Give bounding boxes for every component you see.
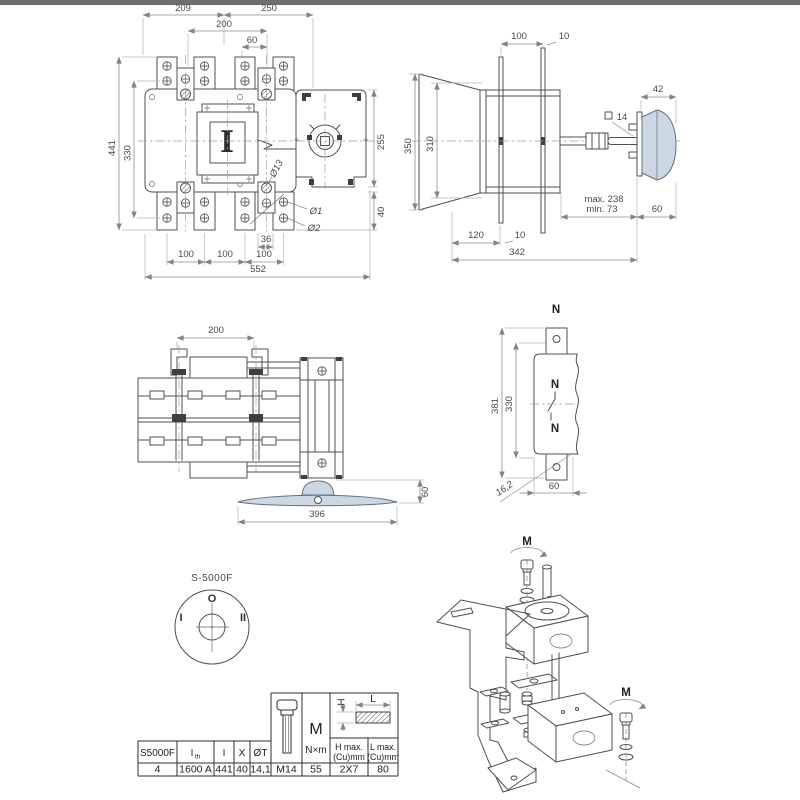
pole-i-beam-symbol: I: [220, 125, 234, 160]
handle-top-view: [237, 480, 398, 507]
dim-441: 441: [107, 140, 118, 156]
col-lmax-unit: (Cu)mm: [367, 752, 399, 762]
col-lmax-header: L max.: [370, 742, 396, 752]
busbar-h-label: H: [335, 698, 346, 705]
col-ith-header: I: [191, 748, 194, 759]
val-current: 1600 A: [179, 764, 212, 776]
position-two: II: [240, 612, 246, 624]
rotation-arrow: [510, 547, 548, 558]
lower-switch-module: [527, 692, 613, 763]
col-ith-header-sub: th: [195, 754, 201, 761]
col-x-header: X: [239, 748, 246, 759]
dim-552: 552: [250, 264, 266, 275]
dim-255: 255: [376, 134, 387, 150]
val-lmax: 80: [377, 764, 389, 776]
top-bar: [0, 0, 800, 5]
val-poles: 4: [155, 764, 161, 776]
bracket: [436, 599, 537, 793]
handle-assembly: [628, 109, 677, 181]
dim-330-neutral: 330: [504, 396, 515, 412]
clamp-bolts: [172, 345, 263, 472]
val-i: 441: [215, 764, 233, 776]
col-i-header: I: [223, 748, 226, 759]
square-symbol: [604, 111, 613, 120]
front-view: I 209 250: [107, 3, 387, 280]
col-torque-header: M: [309, 721, 322, 738]
dim-100-3: 100: [256, 249, 272, 260]
dim-120: 120: [468, 230, 484, 241]
dim-handle-60: 60: [652, 204, 663, 215]
dim-350: 350: [403, 138, 414, 154]
side-view-dimensions: 100 10 42 14 350 310 max. 238 min. 73: [403, 31, 677, 263]
mechanism-housing-top: [246, 357, 344, 479]
dim-42: 42: [653, 84, 664, 95]
dim-60-height: 60: [420, 487, 431, 498]
dim-bottom-10: 10: [515, 230, 526, 241]
pointer-lever: [257, 139, 297, 150]
col-hmax-header: H max.: [335, 742, 363, 752]
dim-top-10: 10: [559, 31, 570, 42]
neutral-inner-bottom: N: [551, 423, 559, 435]
handle-knob: [641, 109, 677, 181]
dim-60: 60: [247, 35, 258, 46]
dim-36: 36: [261, 234, 272, 245]
pole-terminal-tabs: [149, 390, 277, 446]
col-dt-header: ØT: [254, 748, 268, 759]
dim-shaft-14: 14: [617, 112, 628, 123]
torque-label-side: M: [621, 687, 631, 699]
dim-310: 310: [425, 136, 436, 152]
handle-plate: [636, 111, 643, 177]
rotation-arrow: [609, 699, 647, 710]
busbar-l-label: L: [370, 694, 376, 705]
dim-top-100: 100: [511, 31, 527, 42]
side-view: 100 10 42 14 350 310 max. 238 min. 73: [403, 31, 680, 263]
bolt-side: [605, 712, 641, 789]
spec-table: S5000F I th I X ØT M N×m L H H max. (: [137, 692, 399, 777]
dim-60-neutral: 60: [549, 481, 560, 492]
pole-stack: [137, 377, 306, 463]
dim-40: 40: [376, 207, 387, 218]
diagram-title: S-5000F: [191, 573, 233, 584]
col-hmax-unit: (Cu)mm: [333, 752, 365, 762]
torque-label-top: M: [522, 536, 532, 548]
dim-200: 200: [216, 19, 232, 30]
position-off: O: [208, 593, 217, 605]
dim-396: 396: [309, 509, 325, 520]
val-bolt: M14: [276, 764, 297, 776]
col-type-header: S5000F: [140, 748, 175, 759]
col-torque-unit: N×m: [305, 745, 326, 756]
dim-100-2: 100: [217, 249, 233, 260]
switch-contact-symbol: [530, 391, 580, 421]
upper-switch-module: [505, 564, 589, 665]
handle-position-diagram: S-5000F O I II: [174, 573, 250, 665]
dim-min-73: min. 73: [586, 204, 617, 215]
position-one: I: [179, 612, 182, 624]
val-hmax: 2X7: [340, 764, 359, 776]
val-x: 40: [236, 764, 248, 776]
top-view: 200: [137, 325, 431, 525]
dim-330: 330: [123, 145, 134, 161]
neutral-inner-top: N: [551, 379, 559, 391]
note-dia1: Ø1: [309, 206, 323, 217]
dim-top-200: 200: [208, 325, 224, 336]
dim-250: 250: [261, 3, 277, 14]
note-dia2: Ø2: [307, 223, 321, 234]
dim-381: 381: [490, 398, 501, 414]
busbar-diagram: L H: [335, 694, 391, 731]
side-body: [479, 89, 561, 194]
exploded-assembly-view: M: [436, 536, 647, 793]
dim-100-1: 100: [178, 249, 194, 260]
val-dt: 14,1: [250, 764, 271, 776]
dim-max-238: max. 238: [584, 194, 623, 205]
bolt-icon: [276, 699, 298, 754]
mechanism-panel: [294, 89, 368, 188]
neutral-pole-view: N N N 381 330 16,2: [490, 304, 587, 503]
dim-342: 342: [509, 247, 525, 258]
val-torque: 55: [310, 764, 322, 776]
dim-209: 209: [175, 3, 191, 14]
neutral-label: N: [552, 304, 560, 316]
